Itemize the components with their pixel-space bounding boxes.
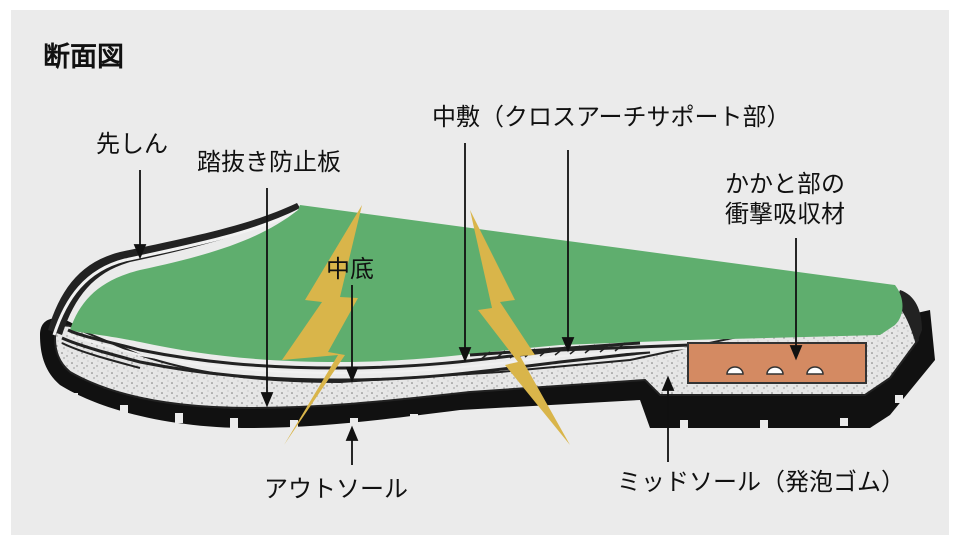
- up-arrow-icon: [345, 425, 359, 465]
- down-arrow-icon: [561, 150, 575, 353]
- heel-absorber-cells: [726, 366, 824, 375]
- shoe-interior: [70, 205, 903, 362]
- upper-outer: [48, 203, 300, 335]
- lightning-bolt-icon: [282, 205, 362, 445]
- down-arrow-icon: [458, 143, 472, 363]
- diagram-title: 断面図: [43, 42, 124, 73]
- down-arrow-icon: [789, 238, 803, 361]
- down-arrow-icon: [260, 188, 274, 408]
- label-outsole: アウトソール: [264, 475, 408, 503]
- label-toe-cap: 先しん: [96, 130, 168, 158]
- down-arrow-icon: [345, 285, 359, 383]
- down-arrow-icon: [133, 170, 147, 260]
- label-heel-absorber-line2: 衝撃吸収材: [725, 200, 845, 228]
- lightning-bolt-icon: [470, 210, 570, 445]
- label-midsole: ミッドソール（発泡ゴム）: [617, 468, 905, 496]
- anti-penetration-plate: [61, 336, 651, 382]
- outsole-tread: [70, 393, 903, 430]
- heel-absorber: [687, 342, 867, 384]
- label-anti-penetration-plate: 踏抜き防止板: [197, 148, 341, 176]
- up-arrow-icon: [661, 375, 675, 462]
- label-midsole-board: 中底: [326, 255, 374, 283]
- label-heel-absorber-line1: かかと部の: [725, 170, 845, 198]
- insole-layer: [67, 328, 691, 370]
- label-insole: 中敷（クロスアーチサポート部）: [432, 103, 791, 131]
